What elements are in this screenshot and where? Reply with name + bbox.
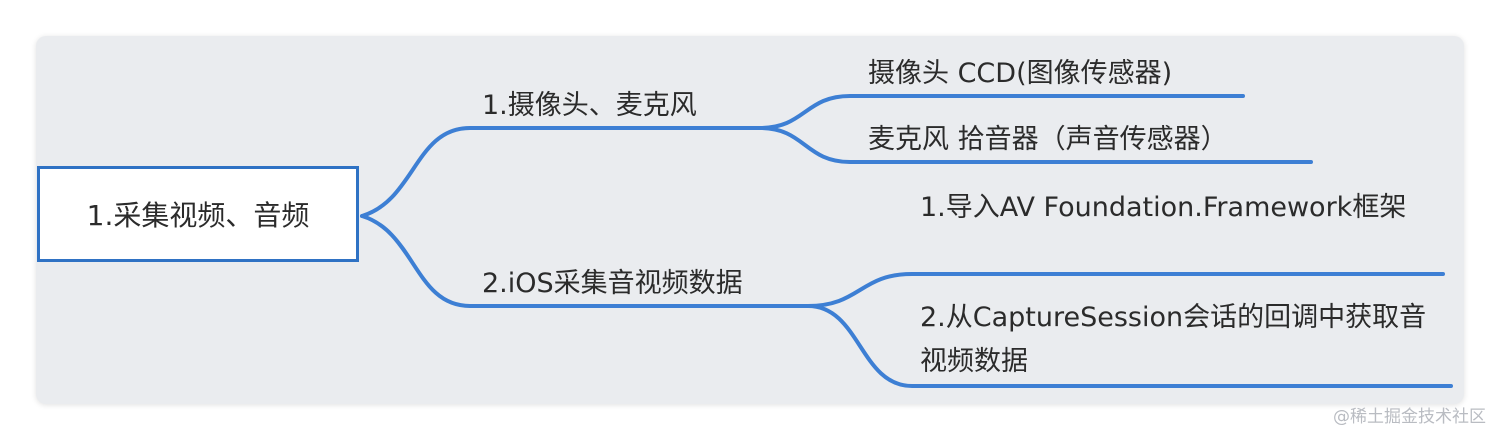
connector-branch-1-to-child-2 xyxy=(758,126,1313,164)
connector-root-to-branch-1 xyxy=(360,126,762,218)
root-node-label: 1.采集视频、音频 xyxy=(86,199,310,232)
root-node: 1.采集视频、音频 xyxy=(37,166,359,262)
leaf-node-capture-session: 2.从CaptureSession会话的回调中获取音视频数据 xyxy=(920,302,1427,377)
branch-node-1: 1.摄像头、麦克风 xyxy=(482,90,697,121)
leaf-node-import-framework: 1.导入AV Foundation.Framework框架 xyxy=(920,192,1407,223)
watermark: @稀土掘金技术社区 xyxy=(1333,407,1486,427)
leaf-node-camera: 摄像头 CCD(图像传感器) xyxy=(868,58,1173,89)
connector-root-to-branch-2 xyxy=(360,214,810,308)
leaf-node-microphone: 麦克风 拾音器（声音传感器） xyxy=(868,124,1228,155)
connector-branch-2-to-child-2 xyxy=(806,304,1453,388)
connector-branch-2-to-child-1 xyxy=(806,272,1445,308)
branch-node-2: 2.iOS采集音视频数据 xyxy=(482,268,743,299)
connector-branch-1-to-child-1 xyxy=(758,94,1245,130)
